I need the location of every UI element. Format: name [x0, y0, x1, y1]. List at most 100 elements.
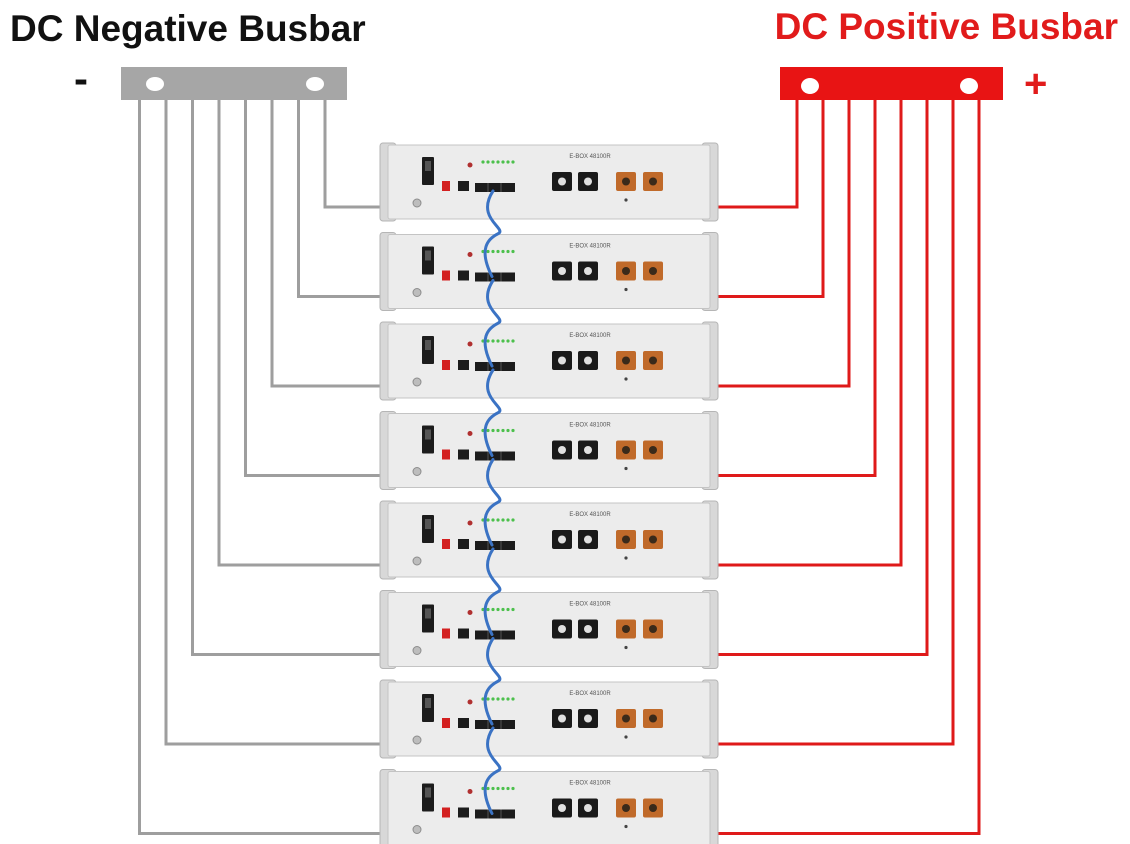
status-led [486, 518, 490, 522]
positive-sign: + [1024, 62, 1048, 106]
reset-button [458, 718, 469, 728]
switch-toggle [425, 519, 431, 529]
ground-screw [412, 377, 422, 387]
status-led [511, 786, 515, 791]
reset-button [458, 539, 469, 549]
status-led [501, 249, 505, 254]
terminal-hole [584, 177, 592, 186]
reset-button [458, 628, 469, 639]
comm-ports [475, 541, 515, 550]
terminal-hole [649, 804, 657, 812]
status-led [511, 428, 515, 433]
status-led [511, 339, 515, 343]
positive-busbar [780, 67, 1003, 100]
switch-toggle [425, 161, 431, 171]
terminal-hole [584, 625, 592, 633]
communication-cable-segment [483, 458, 502, 547]
positive-busbar-hole [801, 78, 819, 94]
status-led [496, 428, 500, 433]
status-led [496, 786, 500, 791]
communication-cable-segment [483, 547, 502, 636]
negative-busbar-hole [146, 77, 164, 91]
terminal-marker [624, 287, 628, 292]
ground-screw [412, 646, 422, 655]
dip-switch [442, 539, 450, 549]
terminal-hole [558, 446, 566, 454]
terminal-hole [649, 446, 657, 454]
battery-module: E-BOX 48100R [379, 142, 719, 222]
positive-busbar-hole [960, 78, 978, 94]
positive-busbar-title: DC Positive Busbar [774, 6, 1118, 47]
terminal-marker [624, 198, 628, 202]
model-label: E-BOX 48100R [569, 154, 611, 160]
status-led [491, 518, 495, 522]
status-led [501, 339, 505, 343]
status-led [486, 339, 490, 343]
status-led [481, 160, 485, 164]
terminal-hole [558, 267, 566, 275]
terminal-hole [622, 177, 630, 186]
model-label: E-BOX 48100R [569, 333, 611, 339]
status-led [506, 428, 510, 433]
terminal-hole [558, 535, 566, 544]
status-led [491, 786, 495, 791]
status-led [491, 428, 495, 433]
ground-screw [412, 825, 422, 834]
status-led [506, 249, 510, 254]
ground-screw [412, 735, 422, 745]
terminal-hole [622, 535, 630, 544]
model-label: E-BOX 48100R [569, 781, 611, 787]
terminal-hole [649, 535, 657, 544]
status-led [496, 249, 500, 254]
status-led [506, 518, 510, 522]
alarm-led [467, 699, 473, 705]
status-led [511, 160, 515, 164]
status-led [486, 428, 490, 433]
battery-stack: E-BOX 48100R E-BOX 48100R E-BOX 48100R E-BO… [379, 142, 719, 844]
status-led [501, 786, 505, 791]
alarm-led [467, 252, 473, 257]
status-led [496, 339, 500, 343]
alarm-led [467, 789, 473, 794]
status-led [486, 697, 490, 701]
terminal-hole [649, 267, 657, 275]
switch-toggle [425, 340, 431, 350]
communication-cable-segment [483, 279, 502, 368]
comm-ports [475, 720, 515, 729]
comm-ports [475, 451, 515, 461]
status-led [506, 607, 510, 612]
status-led [496, 160, 500, 164]
comm-ports [475, 809, 515, 819]
status-led [491, 697, 495, 701]
terminal-hole [584, 446, 592, 454]
dip-switch [442, 360, 450, 370]
dip-switch [442, 807, 450, 818]
battery-module: E-BOX 48100R [379, 232, 719, 311]
status-led [486, 160, 490, 164]
battery-module: E-BOX 48100R [379, 411, 719, 490]
status-led [511, 697, 515, 701]
model-label: E-BOX 48100R [569, 602, 611, 608]
dip-switch [442, 628, 450, 639]
switch-toggle [425, 608, 431, 619]
terminal-hole [649, 356, 657, 365]
communication-cable-segment [483, 637, 502, 726]
negative-busbar-title: DC Negative Busbar [10, 8, 366, 49]
status-led [501, 697, 505, 701]
terminal-hole [622, 804, 630, 812]
terminal-marker [624, 466, 628, 471]
terminal-hole [558, 177, 566, 186]
terminal-hole [584, 714, 592, 723]
terminal-hole [584, 267, 592, 275]
status-led [506, 786, 510, 791]
status-led [501, 518, 505, 522]
comm-ports [475, 272, 515, 282]
terminal-hole [622, 446, 630, 454]
terminal-marker [624, 556, 628, 560]
reset-button [458, 360, 469, 370]
terminal-hole [649, 714, 657, 723]
terminal-hole [649, 625, 657, 633]
terminal-hole [584, 535, 592, 544]
negative-busbar-hole [306, 77, 324, 91]
terminal-hole [622, 267, 630, 275]
